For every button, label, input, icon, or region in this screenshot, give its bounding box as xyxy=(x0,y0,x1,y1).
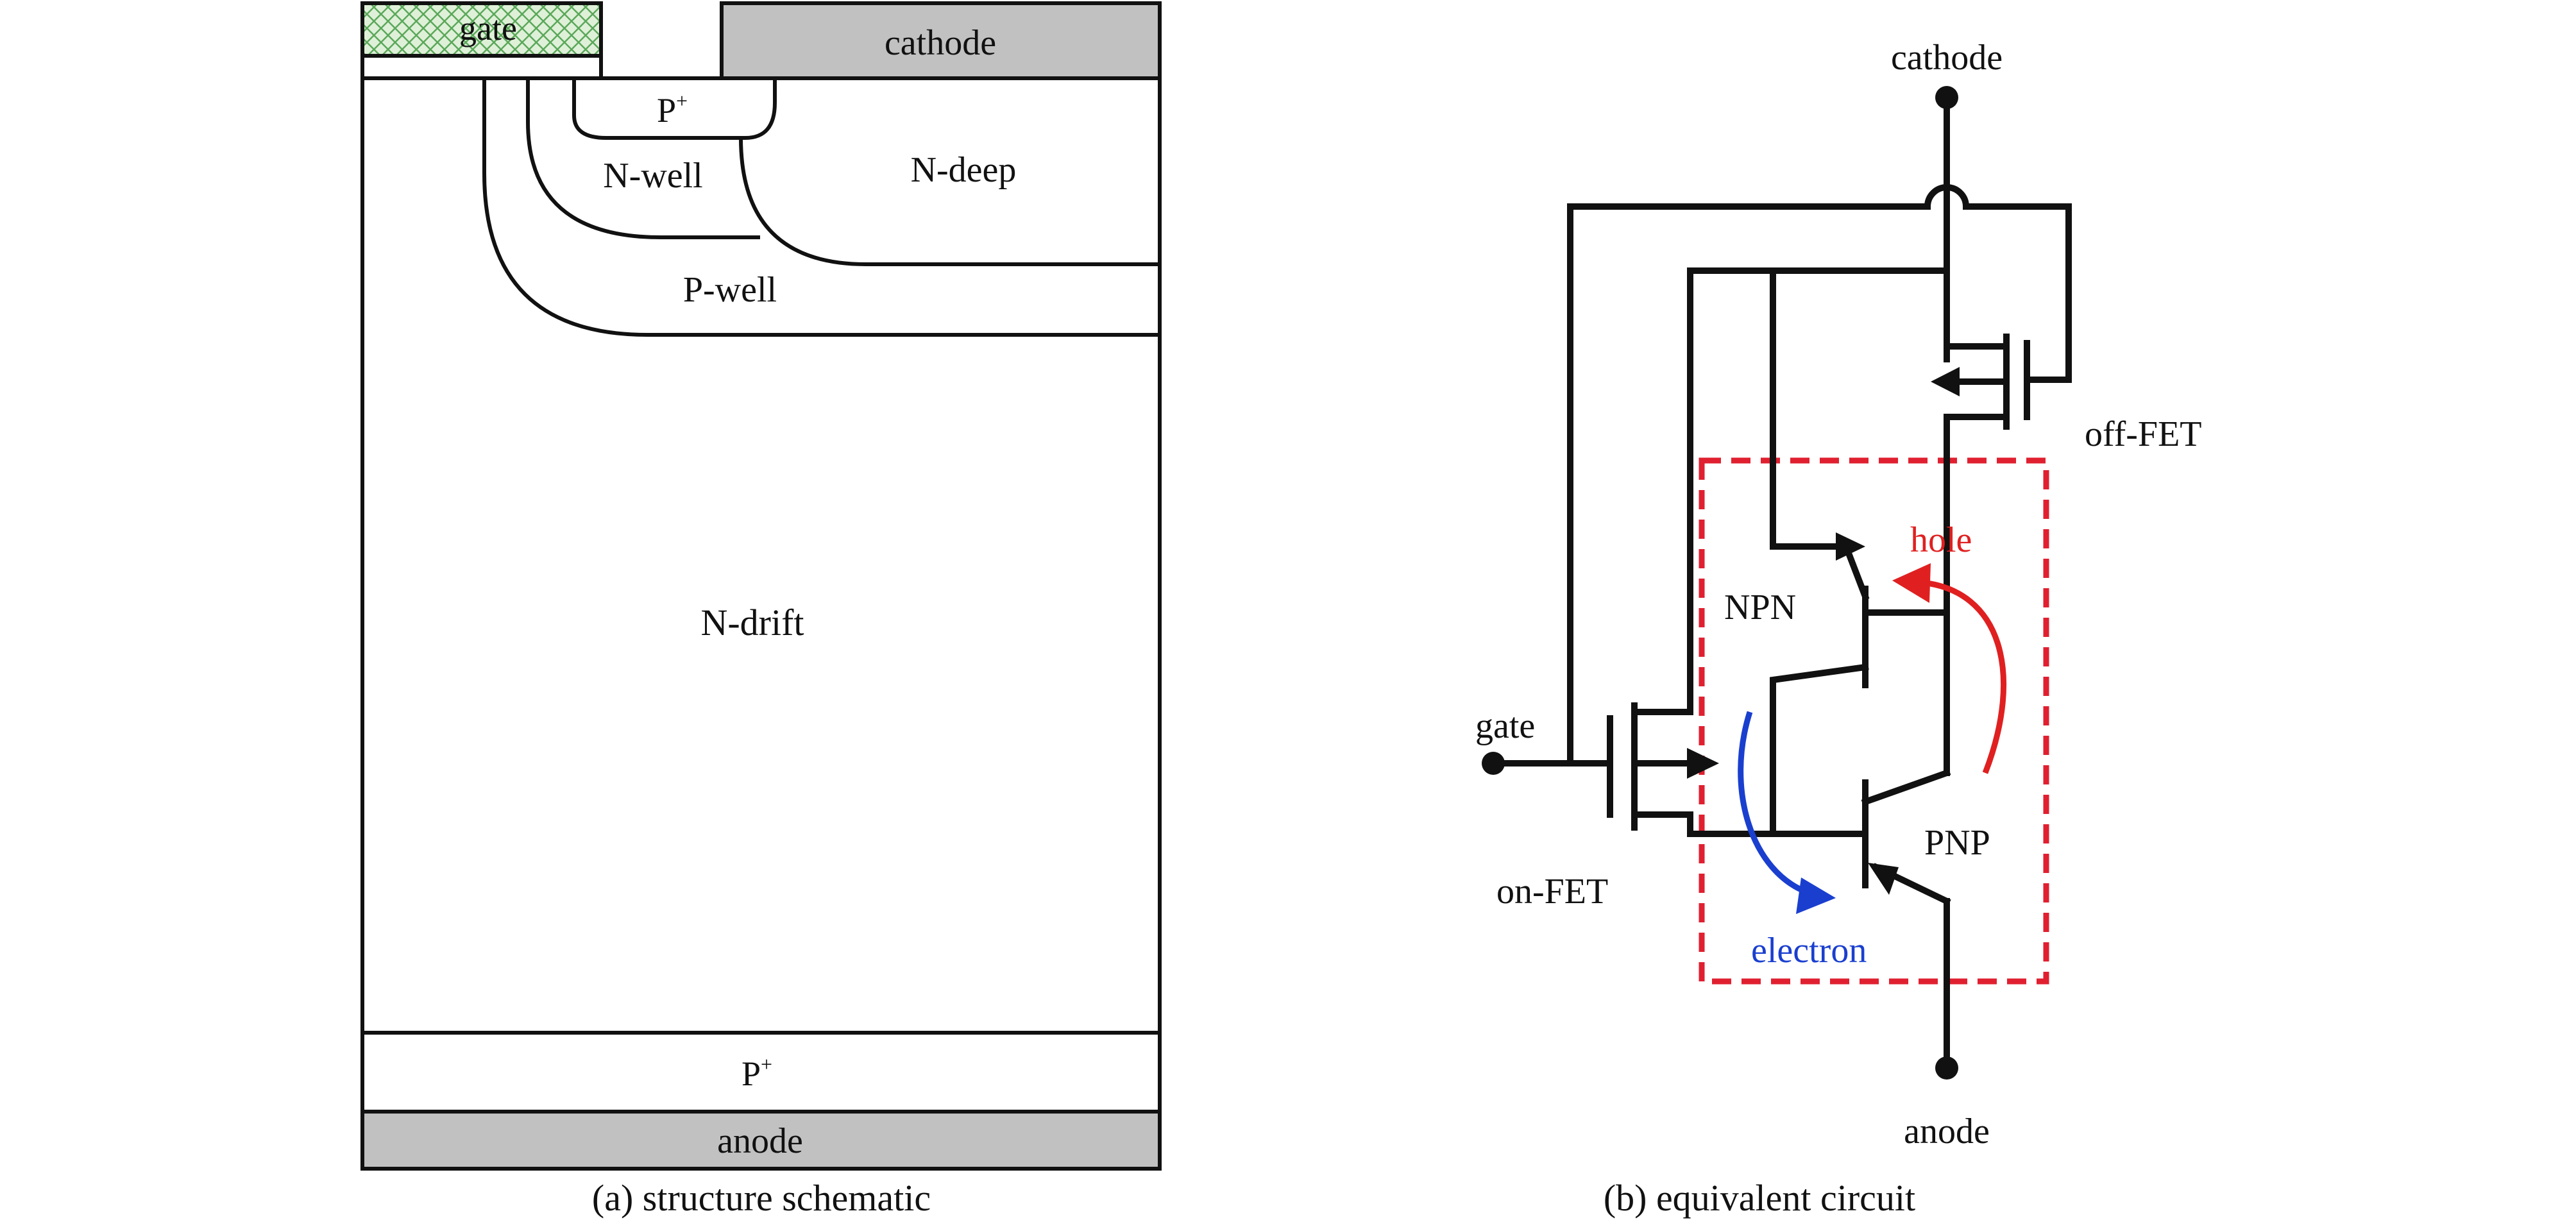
n-deep-label: N-deep xyxy=(911,150,1017,190)
pnp-emitter-arrow xyxy=(1868,863,1899,895)
structure-schematic: gate cathode P+ N-well N-deep P-well N-d… xyxy=(360,1,1162,1219)
npn-emitter-arrow xyxy=(1836,532,1865,561)
pnp-collector xyxy=(1861,768,1951,806)
cathode-label: cathode xyxy=(885,23,996,63)
on-fet-label: on-FET xyxy=(1496,872,1608,911)
circuit-cathode-label: cathode xyxy=(1891,38,2003,78)
n-well-label: N-well xyxy=(603,156,703,196)
p-plus-top-sup: + xyxy=(676,89,688,112)
hole-arrowhead xyxy=(1892,563,1931,603)
gate-feed-wire xyxy=(1567,203,1931,763)
off-fet-arrow xyxy=(1931,367,1960,396)
p-plus-top-label: P+ xyxy=(657,89,688,130)
p-plus-top-region xyxy=(572,78,777,140)
device-body xyxy=(360,76,1162,1171)
equivalent-circuit: cathode off-FET hole NPN gate PNP on-FET… xyxy=(1475,38,2202,1219)
circuit-anode-label: anode xyxy=(1904,1112,1990,1151)
pnp-label: PNP xyxy=(1924,823,1990,863)
hole-label: hole xyxy=(1910,520,1972,560)
n-deep-boundary xyxy=(739,137,1160,266)
npn-label: NPN xyxy=(1724,588,1796,627)
anode-terminal xyxy=(1935,1056,1958,1080)
off-fet-drain xyxy=(1944,343,2010,362)
cathode-electrode xyxy=(720,1,1162,80)
dashed-box xyxy=(1699,457,2049,985)
p-plus-top-letter: P xyxy=(657,91,676,130)
electron-arrowhead xyxy=(1796,877,1836,914)
structure-caption: (a) structure schematic xyxy=(592,1177,931,1219)
n-well-boundary xyxy=(526,78,760,239)
n-drift-label: N-drift xyxy=(700,602,804,643)
npn-to-pnp xyxy=(1770,663,1869,837)
circuit-caption: (b) equivalent circuit xyxy=(1604,1177,1915,1219)
gate-label: gate xyxy=(459,9,517,47)
circuit-gate-label: gate xyxy=(1475,706,1535,746)
p-plus-bottom-label: P+ xyxy=(741,1053,772,1093)
on-fet-arrow xyxy=(1687,748,1719,779)
electron-label: electron xyxy=(1751,931,1867,970)
gate-oxide xyxy=(360,54,603,80)
electron-arrow xyxy=(1738,711,1810,896)
p-plus-bottom-letter: P xyxy=(741,1055,761,1093)
anode-electrode xyxy=(360,1110,1162,1171)
on-fet-source xyxy=(1631,811,1693,837)
anode-label: anode xyxy=(717,1121,803,1161)
npn-emitter-lead xyxy=(1842,542,1870,601)
p-well-label: P-well xyxy=(683,270,777,310)
p-plus-bottom-sup: + xyxy=(761,1053,772,1076)
off-fet-gate-wire xyxy=(1963,203,2072,383)
hole-arrow xyxy=(1920,579,2007,774)
on-fet-drain xyxy=(1631,267,1693,715)
off-fet-label: off-FET xyxy=(2085,414,2202,454)
p-well-boundary xyxy=(482,78,1160,337)
